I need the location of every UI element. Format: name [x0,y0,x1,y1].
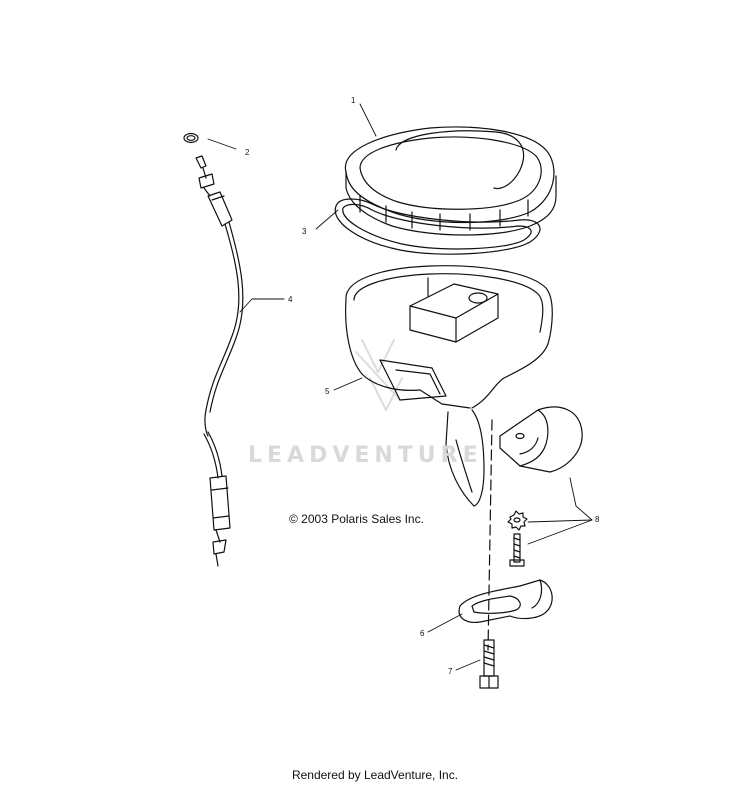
part-3-gasket [334,198,541,255]
callout-6: 6 [420,629,425,638]
callout-4: 4 [288,295,293,304]
part-8-washer-screw [507,510,528,567]
callout-7: 7 [448,667,453,676]
part-4-cable [195,155,244,567]
callout-5: 5 [325,387,330,396]
copyright-notice: © 2003 Polaris Sales Inc. [289,512,424,526]
callout-numbers: 1 2 3 4 5 6 7 8 [245,96,600,676]
part-5-housing [345,265,553,507]
part-clamp [499,406,583,473]
callout-leaders [207,103,593,671]
callout-8: 8 [595,515,600,524]
rendered-by-footer: Rendered by LeadVenture, Inc. [291,768,459,782]
watermark-text: LEADVENTURE [248,443,483,468]
callout-2: 2 [245,148,250,157]
watermark-logo [355,339,403,411]
assembly-axis [487,419,493,651]
part-2-washer [183,132,199,144]
part-1-cover [344,126,557,236]
part-7-bolt [479,639,499,689]
callout-1: 1 [351,96,356,105]
part-6-retainer [458,579,553,623]
callout-3: 3 [302,227,307,236]
